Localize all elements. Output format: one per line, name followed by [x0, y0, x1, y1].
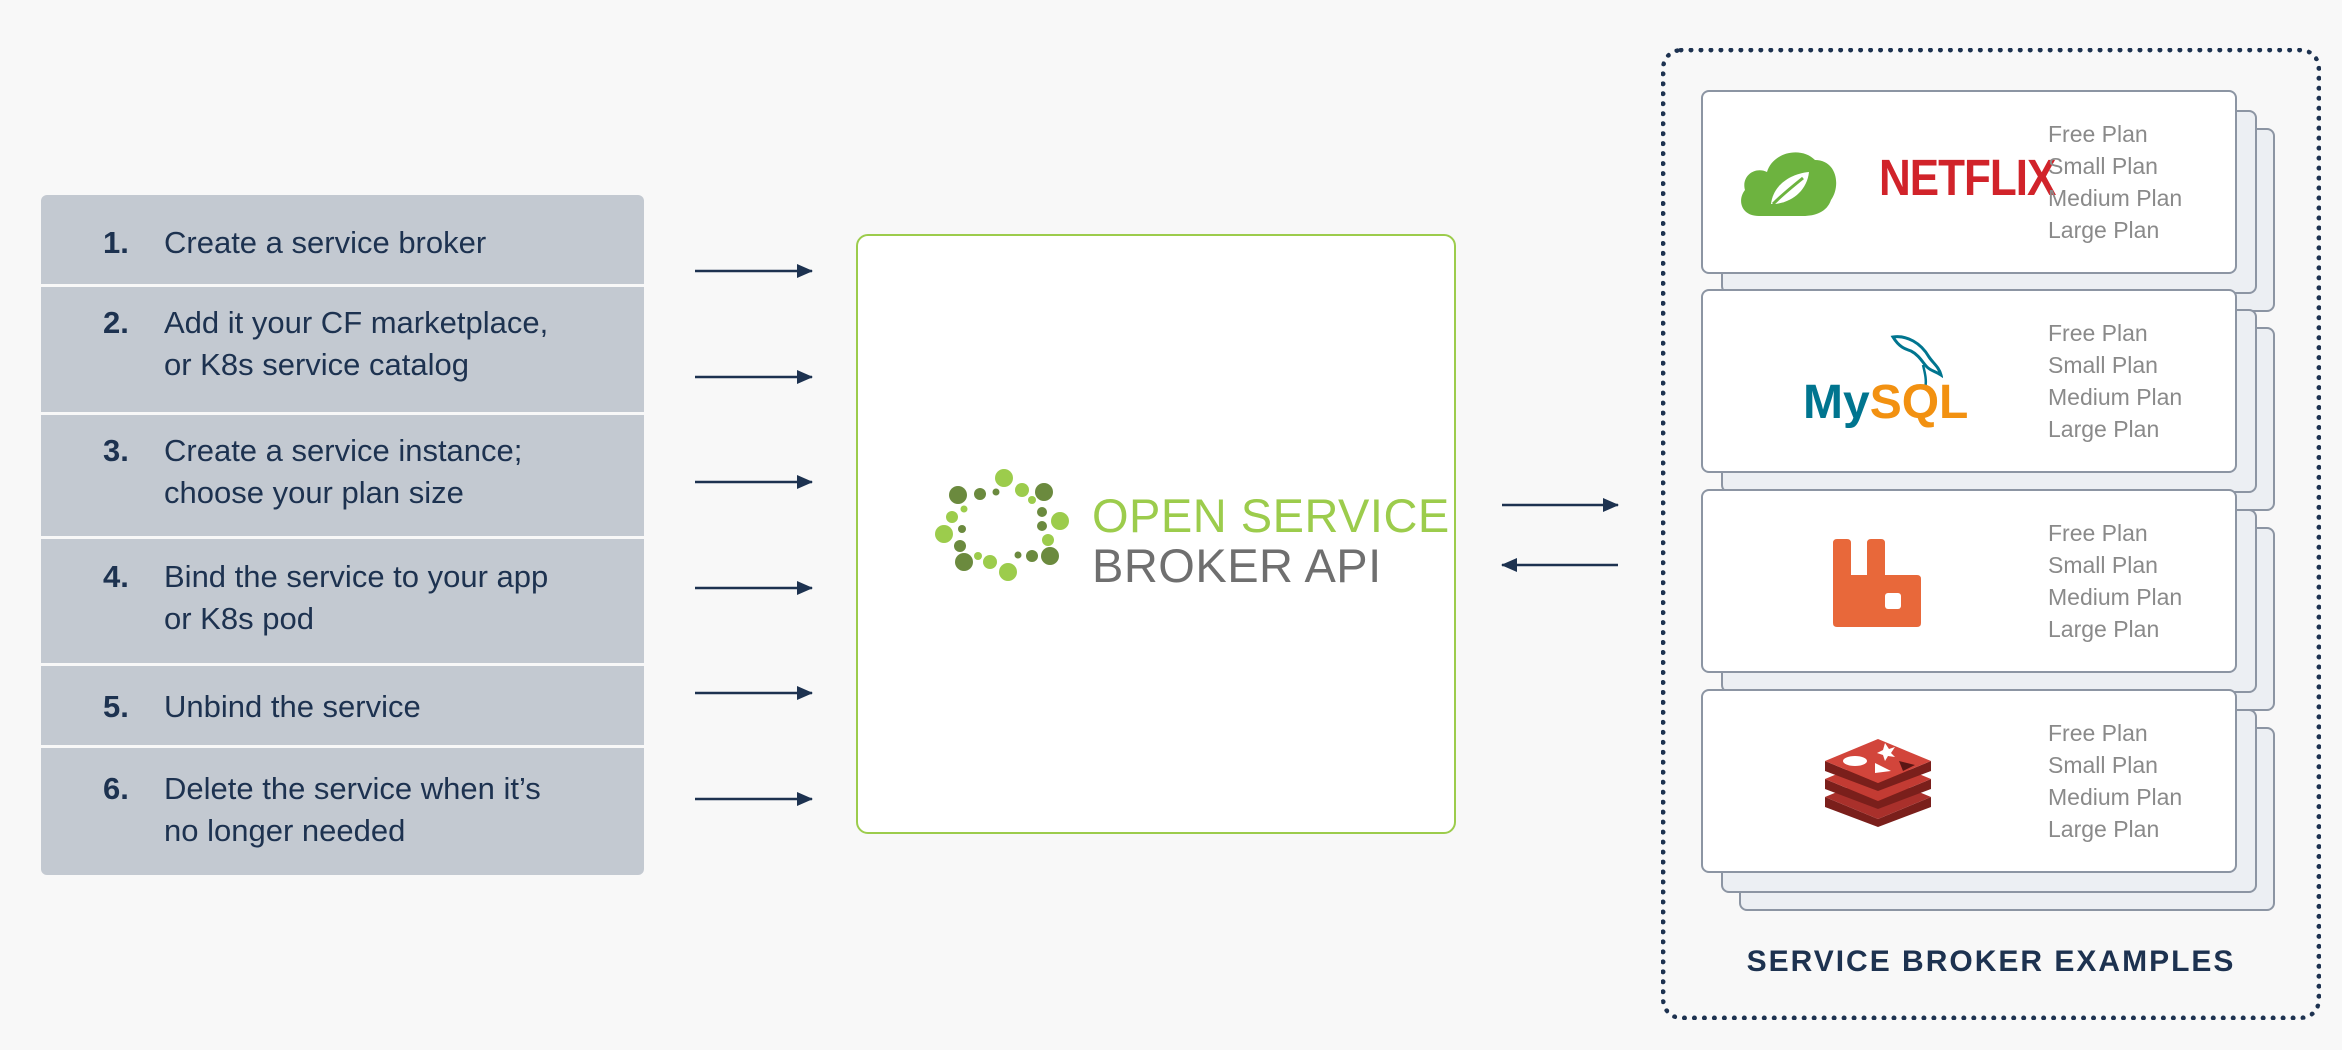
step-number: 1. — [103, 225, 129, 260]
example-card-stack-3: Free Plan Small Plan Medium Plan Large P… — [1701, 489, 2277, 711]
plan-item: Large Plan — [2048, 816, 2160, 842]
step-text: Add it your CF marketplace, or K8s servi… — [164, 305, 549, 382]
redis-icon — [1825, 739, 1931, 827]
plan-item: Small Plan — [2048, 153, 2158, 179]
service-broker-examples-label: SERVICE BROKER EXAMPLES — [1746, 945, 2236, 978]
example-card[interactable]: Free Plan Small Plan Medium Plan Large P… — [1701, 689, 2237, 873]
example-card-stack-2: MySQL Free Plan Small Plan Medium Plan L… — [1701, 289, 2277, 511]
plan-item: Large Plan — [2048, 616, 2160, 642]
step-number: 6. — [103, 771, 129, 806]
step-text: Create a service instance; choose your p… — [164, 433, 523, 510]
plan-item: Free Plan — [2048, 520, 2148, 546]
steps-panel: 1. Create a service broker 2. Add it you… — [41, 195, 644, 875]
example-card[interactable]: NETFLIX Free Plan Small Plan Medium Plan… — [1701, 90, 2237, 274]
plan-list: Free Plan Small Plan Medium Plan Large P… — [2048, 317, 2182, 445]
step-4: 4. Bind the service to your app or K8s p… — [41, 539, 644, 666]
open-service-broker-box: OPEN SERVICE BROKER API — [856, 234, 1456, 834]
step-1: 1. Create a service broker — [41, 195, 644, 287]
example-card-stack-1: NETFLIX Free Plan Small Plan Medium Plan… — [1701, 90, 2277, 312]
step-5: 5. Unbind the service — [41, 666, 644, 748]
step-number: 5. — [103, 689, 129, 724]
plan-item: Large Plan — [2048, 416, 2160, 442]
plan-list: Free Plan Small Plan Medium Plan Large P… — [2048, 717, 2182, 845]
mysql-dolphin-icon — [1890, 335, 1943, 390]
plan-item: Medium Plan — [2048, 384, 2183, 410]
step-text: Create a service broker — [164, 225, 487, 260]
step-number: 3. — [103, 433, 129, 468]
step-number: 2. — [103, 305, 129, 340]
rabbitmq-icon — [1833, 539, 1921, 627]
spring-leaf-icon — [1741, 152, 1837, 216]
mysql-logo: MySQL — [1803, 375, 1968, 430]
example-card[interactable]: MySQL Free Plan Small Plan Medium Plan L… — [1701, 289, 2237, 473]
step-text: Unbind the service — [164, 689, 421, 724]
plan-item: Free Plan — [2048, 720, 2148, 746]
service-broker-examples-region — [1661, 48, 2321, 1020]
example-card-stack-4: Free Plan Small Plan Medium Plan Large P… — [1701, 689, 2277, 911]
mysql-logo-sql: SQL — [1869, 376, 1969, 429]
step-2: 2. Add it your CF marketplace, or K8s se… — [41, 287, 644, 415]
plan-item: Medium Plan — [2048, 784, 2183, 810]
plan-list: Free Plan Small Plan Medium Plan Large P… — [2048, 517, 2182, 645]
plan-item: Free Plan — [2048, 121, 2148, 147]
netflix-logo: NETFLIX — [1879, 150, 2056, 207]
step-text: Bind the service to your app or K8s pod — [164, 559, 549, 636]
plan-item: Small Plan — [2048, 552, 2158, 578]
step-number: 4. — [103, 559, 129, 594]
step-6: 6. Delete the service when it’s no longe… — [41, 748, 644, 875]
osb-title-line-1: OPEN SERVICE — [1092, 489, 1450, 542]
example-card[interactable]: Free Plan Small Plan Medium Plan Large P… — [1701, 489, 2237, 673]
mysql-logo-my: My — [1803, 376, 1870, 429]
plan-item: Medium Plan — [2048, 185, 2183, 211]
plan-item: Large Plan — [2048, 217, 2160, 243]
step-3: 3. Create a service instance; choose you… — [41, 415, 644, 539]
plan-item: Medium Plan — [2048, 584, 2183, 610]
osb-title-line-2: BROKER API — [1092, 539, 1382, 592]
plan-list: Free Plan Small Plan Medium Plan Large P… — [2048, 118, 2182, 246]
open-service-broker-ring-icon — [935, 469, 1069, 581]
plan-item: Small Plan — [2048, 752, 2158, 778]
step-text: Delete the service when it’s no longer n… — [164, 771, 541, 848]
plan-item: Small Plan — [2048, 352, 2158, 378]
plan-item: Free Plan — [2048, 320, 2148, 346]
